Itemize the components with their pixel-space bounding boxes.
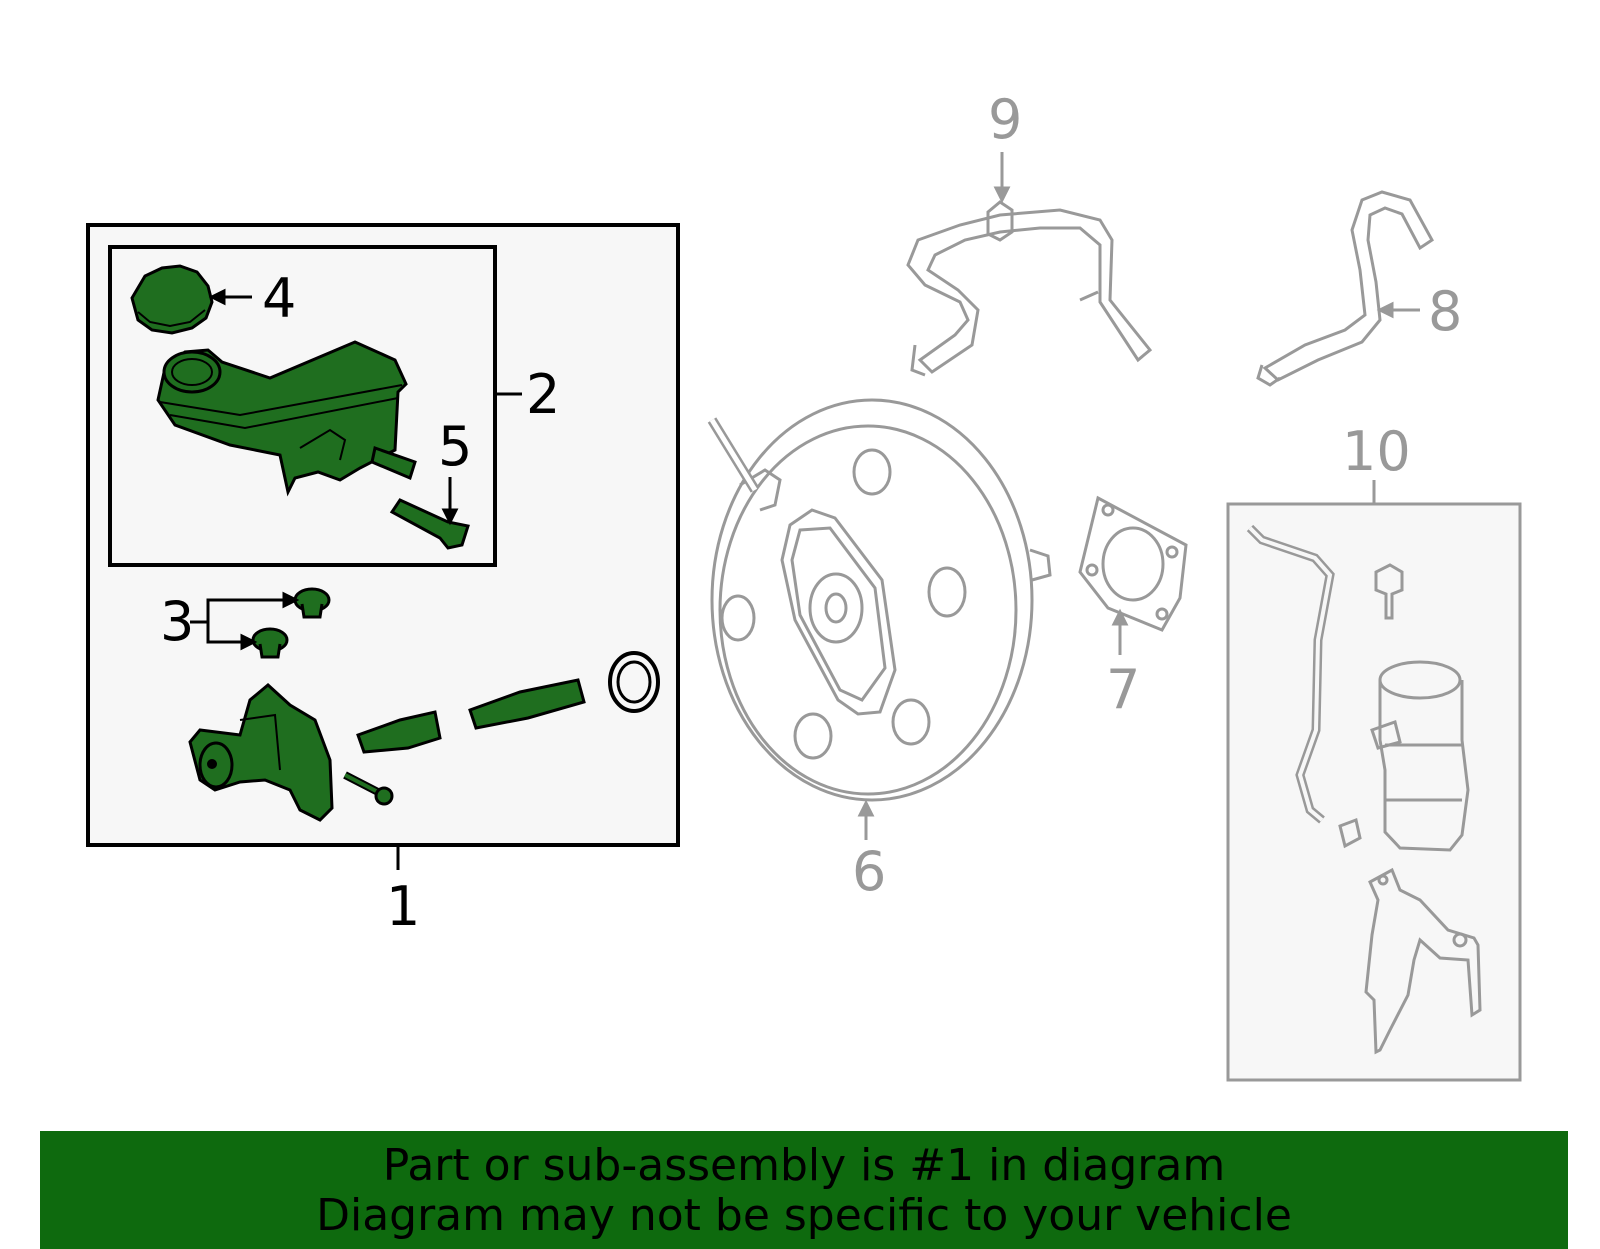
callout-8: 8: [1428, 280, 1462, 343]
callout-7: 7: [1106, 658, 1140, 721]
mounting-bolt[interactable]: [343, 771, 394, 806]
gasket-part-7[interactable]: [1078, 495, 1188, 632]
seal-ring[interactable]: [608, 651, 660, 713]
callout-4: 4: [262, 267, 296, 330]
vacuum-hose-part-9[interactable]: [906, 200, 1153, 377]
callout-6: 6: [852, 840, 886, 903]
master-cylinder-body[interactable]: [188, 683, 334, 822]
leader-lines-dark: [190, 288, 522, 870]
assembly-10-box[interactable]: [1226, 502, 1522, 1082]
leader-lines-gray: [857, 152, 1420, 840]
callout-5: 5: [438, 415, 472, 478]
banner-line-1: Part or sub-assembly is #1 in diagram: [382, 1140, 1226, 1191]
callout-1: 1: [386, 875, 420, 938]
callout-3: 3: [160, 590, 194, 653]
banner-line-2: Diagram may not be specific to your vehi…: [316, 1190, 1292, 1241]
callout-10: 10: [1342, 420, 1411, 483]
grommets-part-3[interactable]: [251, 587, 331, 659]
level-sensor-part-5[interactable]: [389, 498, 470, 550]
reservoir-cap-part-4[interactable]: [130, 264, 214, 335]
reservoir-tank-part-2[interactable]: [156, 340, 417, 497]
piston-rods[interactable]: [356, 678, 586, 754]
hose-part-8[interactable]: [1256, 190, 1434, 387]
brake-booster-part-6[interactable]: [707, 398, 1052, 802]
callout-2: 2: [526, 363, 560, 426]
callout-9: 9: [988, 88, 1022, 151]
disclaimer-banner: Part or sub-assembly is #1 in diagram Di…: [40, 1131, 1568, 1249]
